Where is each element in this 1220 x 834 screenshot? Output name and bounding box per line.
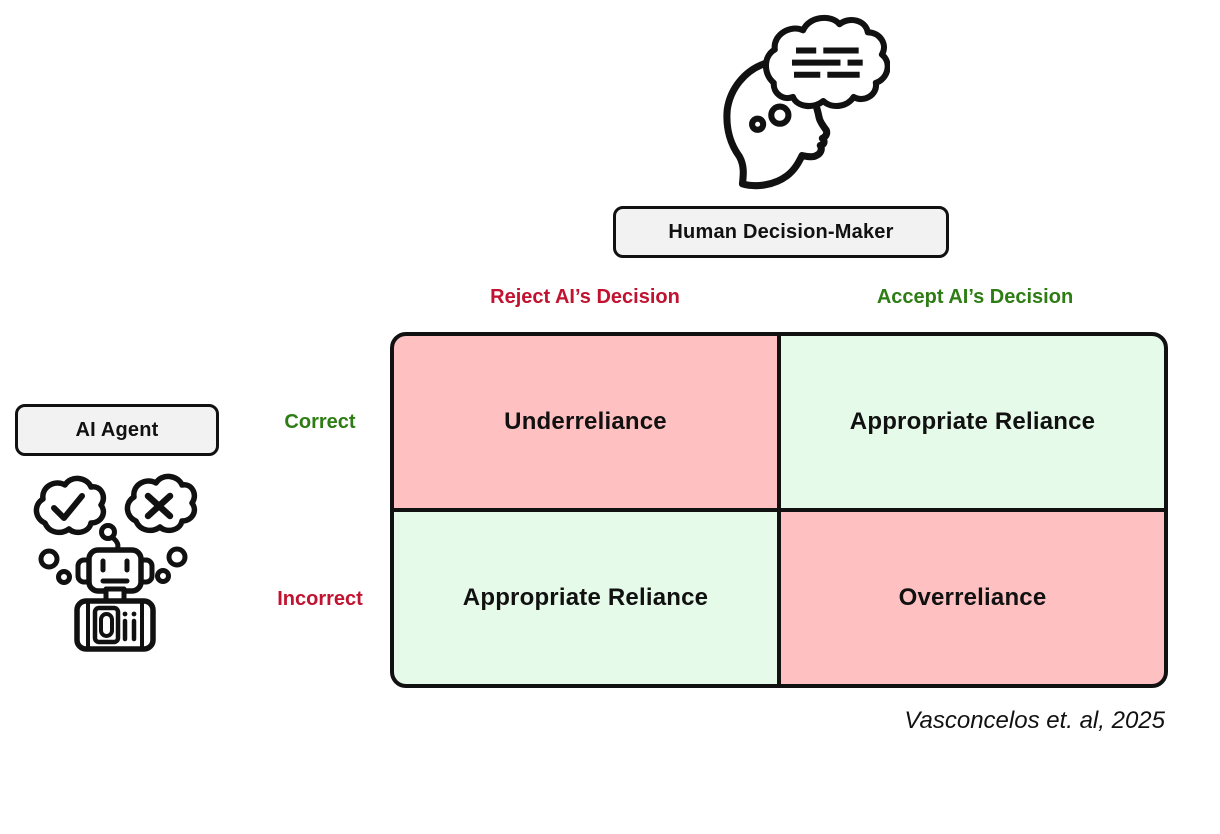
- human-decision-maker-label-text: Human Decision-Maker: [668, 220, 894, 243]
- ai-agent-label-text: AI Agent: [75, 418, 159, 441]
- reliance-matrix: Underreliance Appropriate Reliance Appro…: [390, 332, 1168, 688]
- ai-agent-label: AI Agent: [15, 404, 219, 456]
- citation: Vasconcelos et. al, 2025: [904, 707, 1165, 734]
- matrix-cell-label: Overreliance: [898, 584, 1047, 611]
- matrix-cell-label: Appropriate Reliance: [462, 584, 709, 611]
- cross-icon: [144, 492, 174, 520]
- check-icon: [51, 493, 85, 521]
- matrix-cell-label: Appropriate Reliance: [849, 408, 1096, 435]
- row-label-correct: Correct: [284, 411, 356, 433]
- matrix-cell-incorrect-accept: Overreliance: [779, 510, 1164, 684]
- human-head-thinking-icon: [723, 14, 890, 190]
- column-label-accept: Accept AI’s Decision: [876, 286, 1074, 308]
- row-label-incorrect: Incorrect: [277, 588, 363, 610]
- matrix-cell-label: Underreliance: [504, 408, 667, 435]
- robot-thinking-icon: [33, 473, 198, 652]
- matrix-cell-correct-accept: Appropriate Reliance: [779, 336, 1164, 510]
- matrix-cell-correct-reject: Underreliance: [394, 336, 779, 510]
- column-label-reject: Reject AI’s Decision: [490, 286, 680, 308]
- matrix-cell-incorrect-reject: Appropriate Reliance: [394, 510, 779, 684]
- human-decision-maker-label: Human Decision-Maker: [613, 206, 949, 258]
